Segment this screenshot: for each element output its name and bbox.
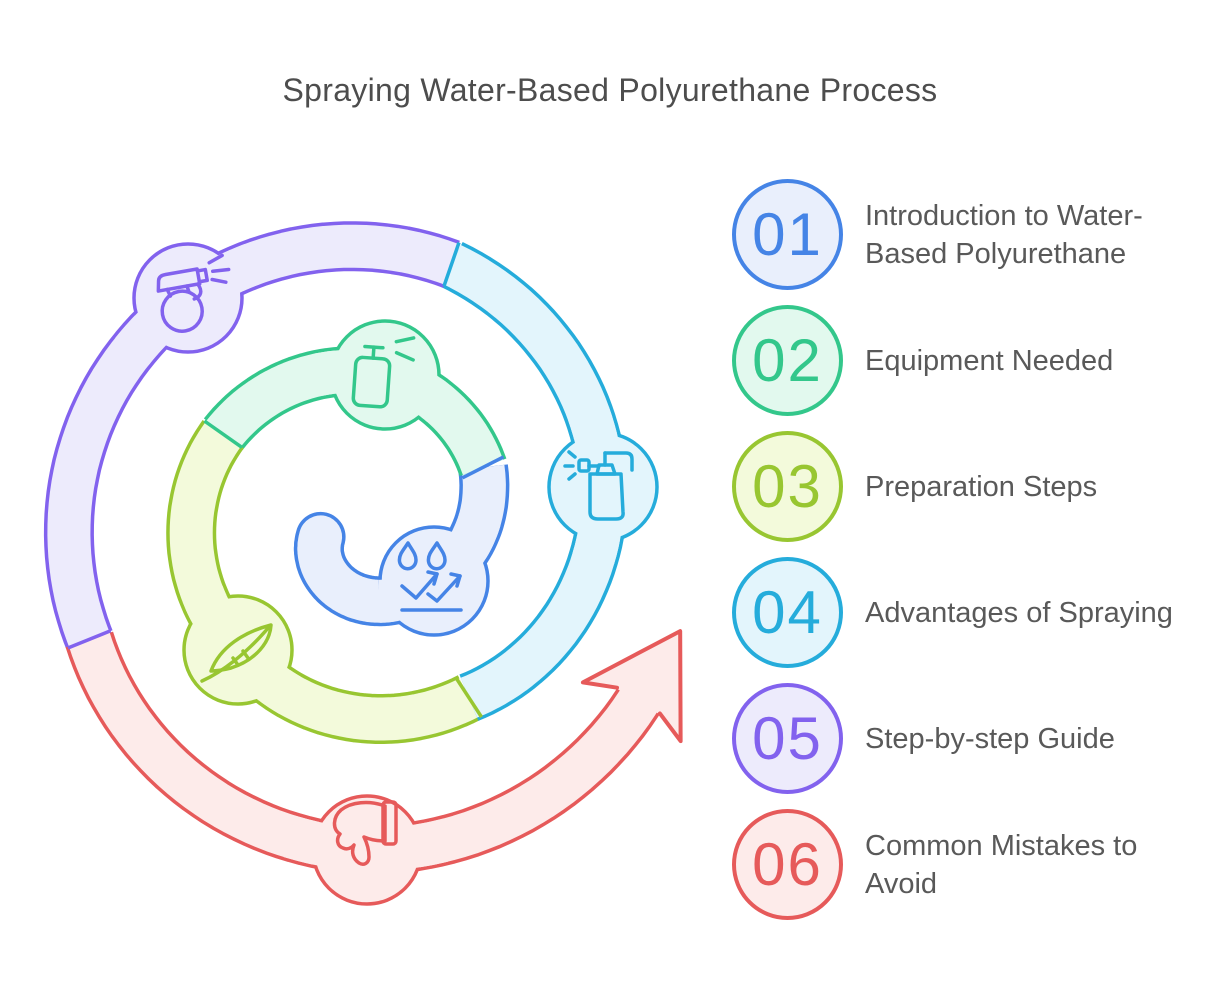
water-droplets-icon-part [400, 572, 439, 600]
step-label: Advantages of Spraying [865, 596, 1173, 629]
node-spraying-advantages-part [568, 400, 625, 573]
water-droplets-icon [397, 541, 463, 612]
step-number-badge: 05 [732, 683, 843, 794]
node-water-resistance [360, 502, 501, 637]
spray-bottle-icon-part [210, 267, 231, 274]
step-label: Introduction to Water-Based Polyurethane [865, 199, 1143, 270]
spray-bottle-icon-part [156, 267, 202, 293]
step-number-badge: 03 [732, 431, 843, 542]
step-number-badge: 06 [732, 809, 843, 920]
step-number-badge: 04 [732, 557, 843, 668]
water-droplets-icon-part [426, 574, 462, 603]
step-label: Common Mistakes to Avoid [865, 829, 1138, 900]
node-preparation-part [182, 577, 309, 716]
pump-sprayer-icon-part [603, 451, 634, 472]
pump-sprayer-icon-part [588, 472, 625, 521]
pump-sprayer-icon-part [567, 450, 577, 459]
step-item-05: 05 Step-by-step Guide [732, 683, 1215, 794]
arrow-head-part [582, 631, 681, 742]
leaf-icon [200, 623, 273, 683]
water-droplets-icon-part [397, 541, 418, 571]
spray-can-icon-part [371, 345, 376, 360]
spray-bottle-icon [156, 253, 231, 333]
water-droplets-icon-part [449, 572, 462, 588]
leaf-icon-part [209, 623, 273, 673]
leaf-icon-part [241, 649, 250, 660]
step-label: Preparation Steps [865, 470, 1098, 503]
spray-bottle-icon-part [195, 267, 209, 284]
spray-bottle-icon-part [210, 277, 228, 284]
pump-sprayer-icon [563, 450, 634, 521]
spray-can-icon-part [363, 344, 385, 350]
water-droplets-icon-part [426, 570, 439, 586]
step-item-03: 03 Preparation Steps [732, 431, 1215, 542]
arrow-head [580, 629, 683, 744]
step-item-06: 06 Common Mistakes to Avoid [732, 809, 1215, 920]
step-list: 01 Introduction to Water-Based Polyureth… [732, 179, 1215, 935]
water-droplets-icon-part [426, 541, 447, 571]
step-label: Equipment Needed [865, 344, 1114, 377]
arrow-head-part [580, 629, 683, 744]
pump-sprayer-icon-part [577, 458, 591, 473]
step-label: Step-by-step Guide [865, 722, 1115, 755]
boundary-05-06 [67, 629, 112, 650]
spray-can-icon-part [394, 351, 415, 362]
step-number-badge: 02 [732, 305, 843, 416]
boundary-01-02 [461, 455, 505, 480]
thumbs-down-icon-part [381, 800, 398, 846]
thumbs-down-icon [332, 800, 398, 866]
boundary-03-04 [454, 677, 483, 718]
pump-sprayer-icon-part [567, 472, 577, 481]
boundary-02-03 [203, 419, 244, 449]
node-step-guide-part [115, 244, 265, 366]
boundary-04-05 [442, 242, 461, 287]
node-common-mistakes-part [278, 815, 454, 872]
thumbs-down-icon-part [332, 800, 387, 866]
spray-bottle-icon-part [207, 253, 224, 265]
node-step-guide [115, 242, 265, 366]
node-preparation [182, 577, 309, 716]
node-equipment [302, 319, 459, 431]
leaf-icon-part [231, 656, 240, 667]
node-common-mistakes [278, 794, 454, 906]
step-number-badge: 01 [732, 179, 843, 290]
spray-can-icon [351, 336, 416, 409]
page-title: Spraying Water-Based Polyurethane Proces… [282, 72, 938, 108]
spray-can-icon-part [394, 336, 416, 344]
node-spraying-advantages [547, 400, 659, 573]
spray-bottle-icon-part [160, 289, 204, 333]
step-item-04: 04 Advantages of Spraying [732, 557, 1215, 668]
step-item-01: 01 Introduction to Water-Based Polyureth… [732, 179, 1215, 290]
step-item-02: 02 Equipment Needed [732, 305, 1215, 416]
node-equipment-part [302, 349, 459, 424]
